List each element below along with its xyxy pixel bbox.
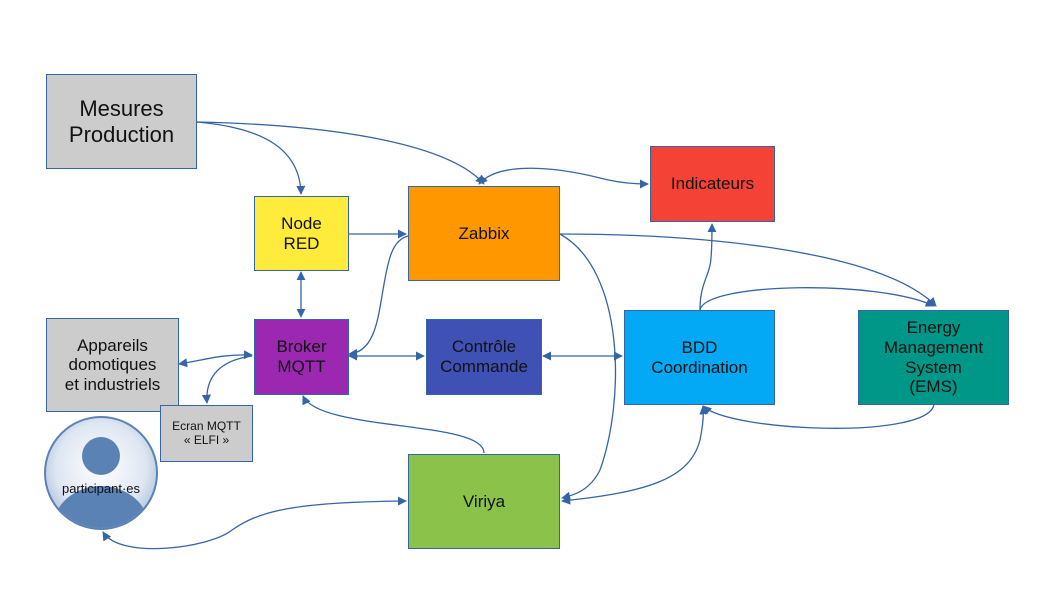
arrow-broker-zabbix [348, 235, 409, 358]
label-line: (EMS) [909, 377, 958, 397]
label-line: domotiques [68, 355, 157, 375]
arrow-zabbix-indicateurs [478, 167, 649, 189]
label-line: Zabbix [458, 223, 510, 243]
label-line: Appareils [77, 335, 148, 355]
box-controle-commande: Contrôle Commande [426, 319, 542, 395]
label-line: Node [281, 213, 322, 233]
box-viriya: Viriya [408, 454, 560, 549]
box-appareils: Appareils domotiques et industriels [46, 318, 179, 412]
box-ems: Energy Management System (EMS) [858, 310, 1009, 405]
label-line: MQTT [277, 357, 326, 376]
connectors [102, 121, 937, 550]
label-line: Management [883, 337, 984, 357]
box-node-red: Node RED [254, 196, 349, 271]
arrow-viriya-broker [302, 395, 485, 454]
arrow-broker-ecran [201, 355, 253, 404]
box-ecran-mqtt: Ecran MQTT « ELFI » [160, 405, 253, 462]
arrow-zabbix-viriya [559, 233, 617, 501]
label-line: Mesures [79, 96, 164, 122]
label-line: et industriels [64, 374, 161, 394]
label-line: Energy [906, 318, 961, 338]
box-broker-mqtt: Broker MQTT [254, 319, 349, 395]
label-line: Contrôle [451, 337, 517, 357]
label-line: RED [283, 233, 320, 253]
label-line: Commande [440, 357, 528, 376]
label-line: Viriya [462, 491, 506, 511]
arrow-mesures-zabbix [196, 121, 485, 185]
box-indicateurs: Indicateurs [650, 146, 775, 222]
box-mesures-production: Mesures Production [46, 74, 197, 169]
arrow-bdd-indicateurs [699, 223, 717, 311]
arrow-ems-bdd [702, 403, 935, 429]
label-line: Production [68, 121, 175, 147]
arrow-participant-viriya [102, 496, 407, 550]
arrow-zabbix-ems [559, 233, 937, 307]
box-zabbix: Zabbix [408, 186, 560, 281]
arrow-bdd-viriya [561, 405, 709, 505]
label-line: Coordination [651, 357, 748, 377]
label-line: System [905, 357, 962, 377]
label-line: Indicateurs [670, 174, 755, 194]
box-bdd-coordination: BDD Coordination [624, 310, 775, 405]
arrow-bdd-ems [699, 287, 935, 311]
arrow-appareils-broker [178, 350, 253, 368]
label-line: Broker [276, 337, 327, 357]
label-line: « ELFI » [183, 432, 230, 447]
arrow-mesures-nodered [196, 121, 306, 195]
label-line: Ecran MQTT [172, 418, 241, 433]
participant-label: participant·es [61, 481, 141, 496]
label-line: BDD [681, 337, 718, 357]
